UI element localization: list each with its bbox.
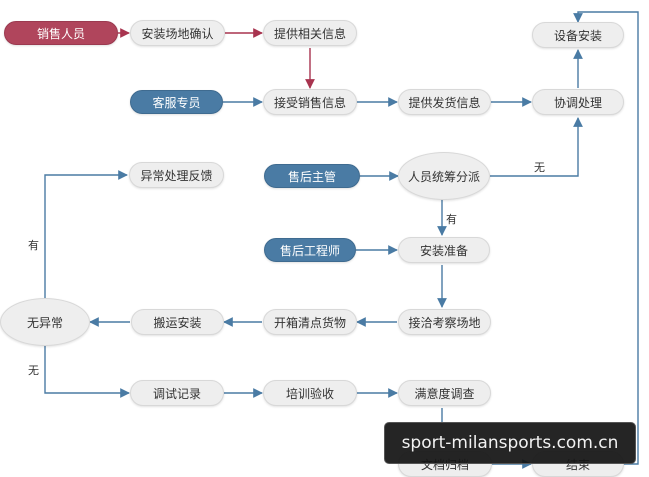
node-unpack-check[interactable]: 开箱清点货物: [263, 309, 357, 335]
node-training[interactable]: 培训验收: [263, 380, 357, 406]
node-anomaly-feedback[interactable]: 异常处理反馈: [129, 162, 224, 188]
edge-label-dispatch-no: 无: [534, 161, 545, 174]
node-shipping-info[interactable]: 提供发货信息: [398, 89, 491, 115]
node-site-confirm[interactable]: 安装场地确认: [130, 20, 225, 46]
node-cs-staff[interactable]: 客服专员: [130, 90, 223, 114]
edge-label-dispatch-yes: 有: [446, 213, 457, 226]
watermark-banner: sport-milansports.com.cn: [384, 422, 636, 464]
node-receive-info[interactable]: 接受销售信息: [263, 89, 357, 115]
edge-label-anomaly-no: 无: [28, 364, 39, 377]
node-aftersales-eng[interactable]: 售后工程师: [264, 238, 356, 262]
edge-return-line: [573, 11, 639, 465]
node-provide-info[interactable]: 提供相关信息: [263, 20, 357, 46]
node-no-anomaly[interactable]: 无异常: [0, 298, 90, 346]
node-site-survey[interactable]: 接洽考察场地: [398, 309, 491, 335]
edge-no-anomaly-feedback: [44, 170, 128, 298]
edge-no-anomaly-debug: [44, 346, 130, 398]
node-debug-record[interactable]: 调试记录: [130, 380, 224, 406]
node-aftersales-mgr[interactable]: 售后主管: [264, 164, 360, 188]
edge-dispatch-coordinate: [490, 117, 583, 177]
node-install-prep[interactable]: 安装准备: [398, 237, 490, 263]
node-device-install[interactable]: 设备安装: [532, 22, 624, 48]
node-coordinate[interactable]: 协调处理: [532, 89, 624, 115]
edge-label-anomaly-yes: 有: [28, 239, 39, 252]
node-sales[interactable]: 销售人员: [4, 21, 118, 45]
node-satisfaction[interactable]: 满意度调查: [398, 380, 491, 406]
node-move-install[interactable]: 搬运安装: [131, 309, 224, 335]
node-dispatch[interactable]: 人员统筹分派: [398, 152, 490, 200]
